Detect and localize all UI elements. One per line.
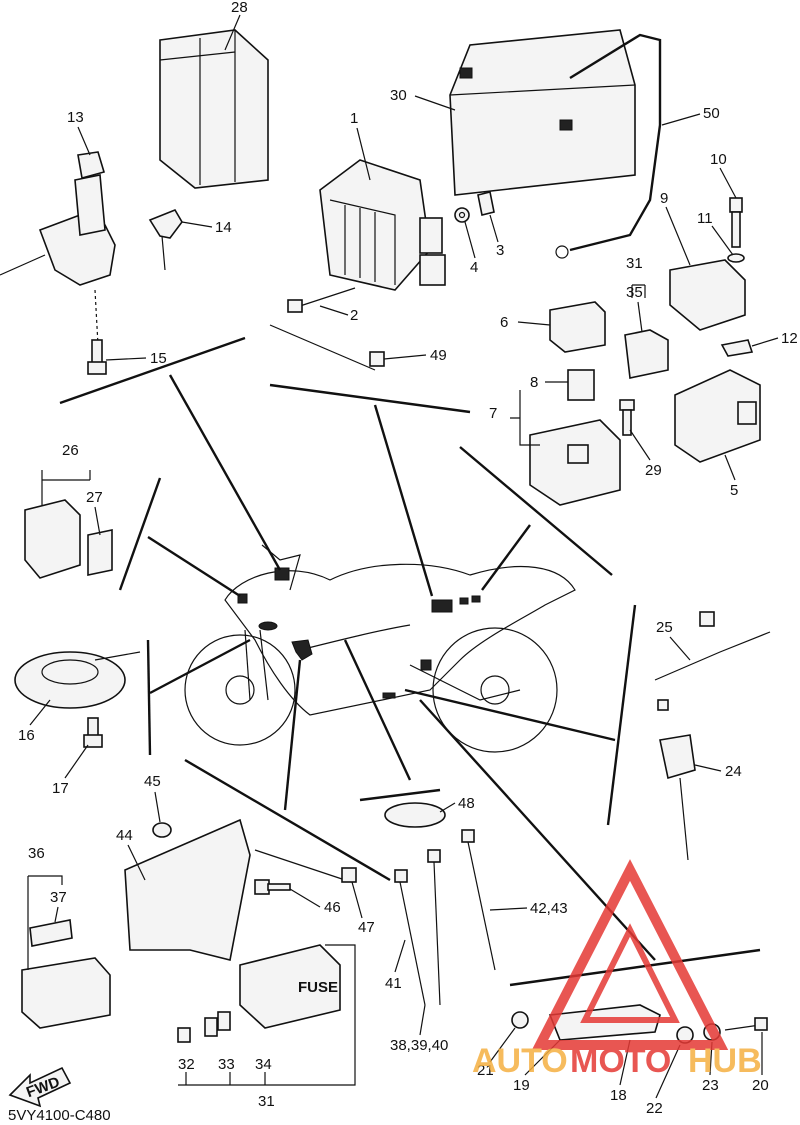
part-35-relay — [624, 329, 669, 379]
watermark-text-auto: AUTO — [472, 1042, 568, 1080]
part-48-clamp — [384, 802, 446, 828]
part-44-bracket — [124, 818, 251, 961]
label-33: 33 — [218, 1056, 235, 1073]
label-15: 15 — [150, 350, 167, 367]
part-12-clip — [720, 339, 754, 357]
label-44: 44 — [116, 827, 133, 844]
label-3: 3 — [496, 242, 504, 259]
label-4: 4 — [470, 259, 478, 276]
part-46-bolt — [254, 879, 291, 895]
label-7: 7 — [489, 405, 497, 422]
label-31a: 31 — [626, 255, 643, 272]
part-9-relay-unit — [669, 259, 746, 331]
label-37: 37 — [50, 889, 67, 906]
part-28-ecu — [159, 29, 269, 189]
part-17-bolt — [83, 717, 103, 748]
label-20: 20 — [752, 1077, 769, 1094]
part-50-cable — [555, 33, 662, 259]
part-38-43-cable-ties — [394, 829, 496, 1006]
label-46: 46 — [324, 899, 341, 916]
part-45-grommet — [152, 822, 172, 838]
part-5-unit — [674, 369, 761, 463]
label-25: 25 — [656, 619, 673, 636]
part-24-sensor — [659, 734, 696, 861]
label-36: 36 — [28, 845, 45, 862]
label-27: 27 — [86, 489, 103, 506]
part-26-coupler — [24, 499, 81, 579]
label-1: 1 — [350, 110, 358, 127]
label-22: 22 — [646, 1100, 663, 1117]
label-38-40: 38,39,40 — [390, 1037, 448, 1054]
callout-lines — [59, 336, 761, 987]
label-45: 45 — [144, 773, 161, 790]
label-5: 5 — [730, 482, 738, 499]
part-29-bolt — [619, 399, 635, 436]
part-7-starter-relay — [529, 419, 621, 506]
part-6-relay — [549, 301, 606, 353]
label-47: 47 — [358, 919, 375, 936]
watermark-text-hub: HUB — [688, 1042, 762, 1080]
label-24: 24 — [725, 763, 742, 780]
label-41: 41 — [385, 975, 402, 992]
watermark-logo: AUTO MOTO HUB — [472, 859, 762, 1080]
label-18: 18 — [610, 1087, 627, 1104]
part-8-fuse — [567, 369, 595, 401]
label-11: 11 — [697, 210, 713, 227]
part-3-4-small — [454, 191, 495, 223]
label-13: 13 — [67, 109, 84, 126]
label-9: 9 — [660, 190, 668, 207]
part-36-coupler — [21, 957, 111, 1029]
part-16-horn — [14, 651, 141, 709]
label-21: 21 — [477, 1062, 494, 1079]
label-48: 48 — [458, 795, 475, 812]
label-29: 29 — [645, 462, 662, 479]
part-32-34-fuses — [177, 1011, 231, 1043]
part-14-key — [148, 209, 183, 271]
part-2-bolt — [287, 287, 356, 313]
part-1-rectifier — [319, 159, 446, 291]
part-fuse-box: FUSE — [239, 944, 341, 1029]
part-10-bolt — [729, 197, 743, 248]
label-35: 35 — [626, 284, 643, 301]
part-30-battery — [449, 29, 636, 196]
part-15-bolt — [87, 339, 107, 375]
label-49: 49 — [430, 347, 447, 364]
label-31b: 31 — [258, 1093, 275, 1110]
label-12: 12 — [781, 330, 798, 347]
part-47-lead — [254, 849, 357, 883]
motorcycle-outline — [184, 544, 576, 753]
label-16: 16 — [18, 727, 35, 744]
group-brackets — [27, 284, 646, 1086]
watermark-triangle-icon — [531, 859, 729, 1050]
label-28: 28 — [231, 0, 248, 16]
part-25-lead — [654, 611, 771, 711]
label-42-43: 42,43 — [530, 900, 568, 917]
watermark-text-moto: MOTO — [570, 1042, 671, 1080]
label-23: 23 — [702, 1077, 719, 1094]
label-30: 30 — [390, 87, 407, 104]
label-34: 34 — [255, 1056, 272, 1073]
part-11-washer — [727, 253, 745, 263]
fuse-box-label: FUSE — [298, 979, 338, 996]
label-32: 32 — [178, 1056, 195, 1073]
part-49-bracket — [269, 324, 385, 371]
fwd-arrow: FWD — [8, 1066, 72, 1108]
part-labels: 28 13 1 30 50 10 14 11 9 4 3 31 35 2 6 1… — [18, 0, 798, 1117]
part-37-cover — [29, 919, 73, 947]
part-13-main-switch — [0, 151, 116, 346]
label-2: 2 — [350, 307, 358, 324]
part-27-cover — [87, 529, 113, 576]
label-26: 26 — [62, 442, 79, 459]
label-6: 6 — [500, 314, 508, 331]
label-17: 17 — [52, 780, 69, 797]
label-8: 8 — [530, 374, 538, 391]
diagram-code: 5VY4100-C480 — [8, 1107, 111, 1124]
label-19: 19 — [513, 1077, 530, 1094]
label-50: 50 — [703, 105, 720, 122]
label-14: 14 — [215, 219, 232, 236]
label-10: 10 — [710, 151, 727, 168]
